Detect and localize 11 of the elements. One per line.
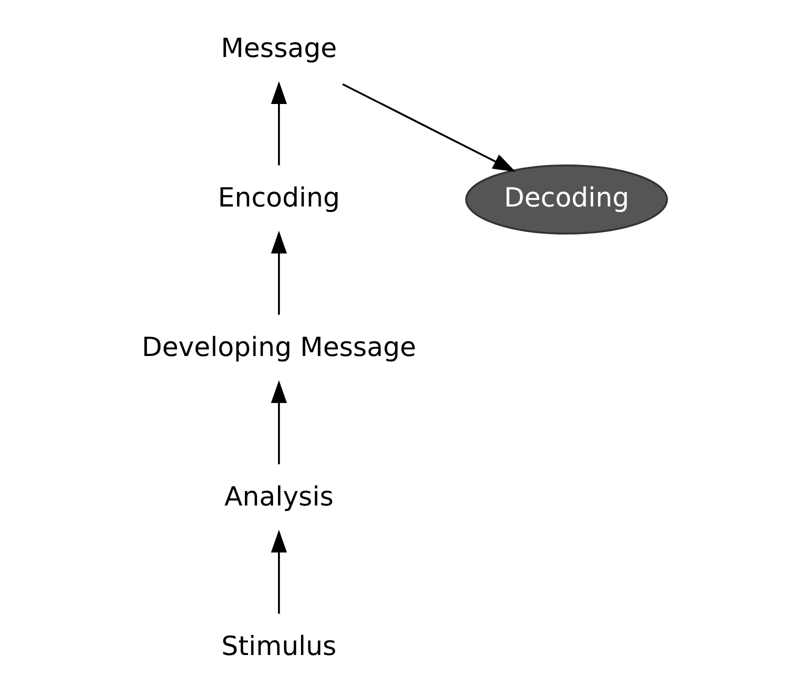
node-text: Developing Message bbox=[142, 332, 416, 363]
arrow bbox=[342, 83, 516, 172]
node-text: Message bbox=[220, 33, 337, 64]
node-text: Encoding bbox=[218, 182, 340, 214]
arrow bbox=[271, 81, 287, 166]
node-text: Stimulus bbox=[221, 630, 336, 662]
arrow bbox=[271, 530, 287, 614]
node-ellipse: Decoding bbox=[465, 164, 668, 235]
node-text: Analysis bbox=[224, 481, 334, 512]
arrow bbox=[271, 380, 287, 464]
arrow bbox=[271, 230, 287, 315]
